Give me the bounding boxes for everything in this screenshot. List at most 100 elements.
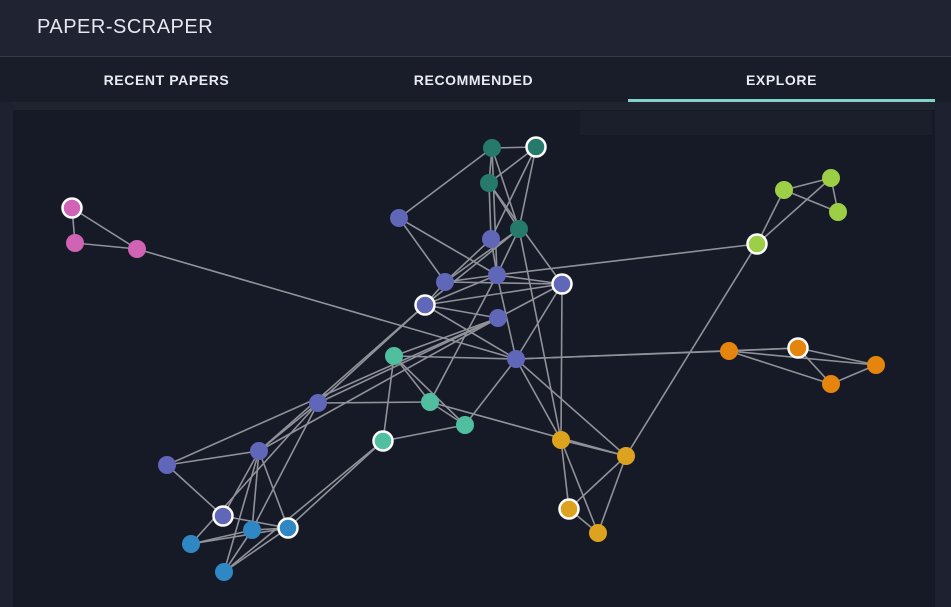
graph-node-g4[interactable] <box>510 220 528 238</box>
graph-edge-l4-y2 <box>625 243 758 457</box>
graph-edge-y1-y4 <box>560 439 599 534</box>
graph-edge-u5-u6 <box>424 274 498 306</box>
app-title: PAPER-SCRAPER <box>37 16 214 38</box>
graph-edge-o2-o3 <box>797 347 877 366</box>
graph-node-t4[interactable] <box>372 430 394 452</box>
graph-node-l2[interactable] <box>822 169 840 187</box>
graph-edge-o1-o2 <box>728 347 799 352</box>
graph-edge-y2-y4 <box>597 455 627 534</box>
graph-edge-u4-y1 <box>560 283 563 441</box>
graph-edge-t3-u7 <box>464 358 517 426</box>
graph-edge-u11-u12 <box>166 464 224 517</box>
graph-edge-u4-u6 <box>424 283 563 306</box>
graph-edge-u3-u4 <box>444 281 563 285</box>
graph-edge-u10-b3 <box>258 450 289 529</box>
graph-edge-t3-t4 <box>382 424 466 442</box>
graph-edge-t1-t4 <box>382 355 395 442</box>
graph-node-b3[interactable] <box>277 517 299 539</box>
graph-node-o4[interactable] <box>822 375 840 393</box>
tab-recommended[interactable]: RECOMMENDED <box>413 72 534 88</box>
graph-node-u3[interactable] <box>436 273 454 291</box>
right-gutter <box>935 102 951 607</box>
graph-edge-u6-u9 <box>424 304 499 319</box>
graph-node-o2[interactable] <box>787 337 809 359</box>
graph-node-p1[interactable] <box>61 197 83 219</box>
graph-node-b1[interactable] <box>182 535 200 553</box>
graph-node-p3[interactable] <box>128 240 146 258</box>
graph-edge-g2-g4 <box>518 146 537 230</box>
graph-edge-u7-t1 <box>393 355 517 360</box>
graph-edge-u9-t1 <box>393 317 499 357</box>
graph-edge-y1-y3 <box>560 439 570 510</box>
graph-node-o1[interactable] <box>720 342 738 360</box>
graph-node-o3[interactable] <box>867 356 885 374</box>
graph-edge-u8-b1 <box>190 402 319 545</box>
graph-node-l1[interactable] <box>775 181 793 199</box>
graph-edge-u4-u7 <box>515 283 563 360</box>
graph-edge-t1-t3 <box>393 355 466 426</box>
graph-node-u11[interactable] <box>158 456 176 474</box>
tab-explore[interactable]: EXPLORE <box>628 58 935 102</box>
graph-edge-u10-u11 <box>166 450 260 466</box>
graph-edge-u9-u11 <box>166 317 499 466</box>
graph-edge-u4-u5 <box>496 274 563 285</box>
graph-edge-u10-u12 <box>222 450 260 517</box>
graph-node-y3[interactable] <box>558 498 580 520</box>
graph-edge-g4-u6 <box>424 228 520 306</box>
graph-node-t3[interactable] <box>456 416 474 434</box>
graph-edge-p2-p3 <box>74 242 138 250</box>
graph-edge-t1-t2 <box>393 355 431 403</box>
graph-node-p2[interactable] <box>66 234 84 252</box>
graph-node-t1[interactable] <box>385 347 403 365</box>
graph-node-b2[interactable] <box>243 521 261 539</box>
graph-node-u12[interactable] <box>212 505 234 527</box>
graph-node-u8[interactable] <box>309 394 327 412</box>
graph-edge-u10-b4 <box>223 450 260 573</box>
graph-node-y1[interactable] <box>552 431 570 449</box>
graph-edge-t2-u8 <box>317 401 431 404</box>
graph-edge-u5-l4 <box>496 243 758 276</box>
graph-node-y2[interactable] <box>617 447 635 465</box>
left-gutter <box>0 102 13 607</box>
app-header: PAPER-SCRAPER <box>0 0 951 57</box>
graph-edge-u7-y1 <box>515 358 562 441</box>
graph-edge-u1-u5 <box>398 217 498 276</box>
graph-edge-u4-u9 <box>497 283 563 319</box>
graph-node-l4[interactable] <box>746 233 768 255</box>
graph-edge-u10-b2 <box>251 450 260 531</box>
graph-node-u7[interactable] <box>507 350 525 368</box>
graph-node-t2[interactable] <box>421 393 439 411</box>
graph-edge-g4-y1 <box>518 228 562 441</box>
panel-top-bar <box>13 102 935 110</box>
graph-edge-g1-u5 <box>491 147 498 276</box>
graph-edge-t4-b3 <box>287 440 384 529</box>
graph-edge-u5-t2 <box>429 274 498 403</box>
graph-edge-g3-u2 <box>488 182 492 240</box>
graph-node-u5[interactable] <box>488 266 506 284</box>
graph-edge-o1-o3 <box>728 350 877 366</box>
graph-node-g3[interactable] <box>480 174 498 192</box>
graph-node-y4[interactable] <box>589 524 607 542</box>
graph-node-g2[interactable] <box>525 136 547 158</box>
graph-node-l3[interactable] <box>829 203 847 221</box>
graph-edge-p3-u7 <box>136 248 517 360</box>
graph-node-u9[interactable] <box>489 309 507 327</box>
graph-node-u4[interactable] <box>551 273 573 295</box>
graph-node-g1[interactable] <box>483 139 501 157</box>
graph-node-u1[interactable] <box>390 209 408 227</box>
graph-edge-g1-u1 <box>398 147 493 219</box>
graph-node-u6[interactable] <box>414 294 436 316</box>
graph-node-b4[interactable] <box>215 563 233 581</box>
graph-nodes <box>61 136 885 581</box>
graph-edge-u7-y2 <box>515 358 627 457</box>
graph-node-u2[interactable] <box>482 230 500 248</box>
graph-edge-g4-u3 <box>444 228 520 283</box>
tab-recent-papers[interactable]: RECENT PAPERS <box>103 72 230 88</box>
graph-node-u10[interactable] <box>250 442 268 460</box>
graph-edge-u6-u7 <box>424 304 517 360</box>
graph-edge-u8-u10 <box>258 402 319 452</box>
graph-edges <box>71 146 877 573</box>
graph-edge-g2-u2 <box>490 146 537 240</box>
graph-toolbar <box>580 111 932 135</box>
